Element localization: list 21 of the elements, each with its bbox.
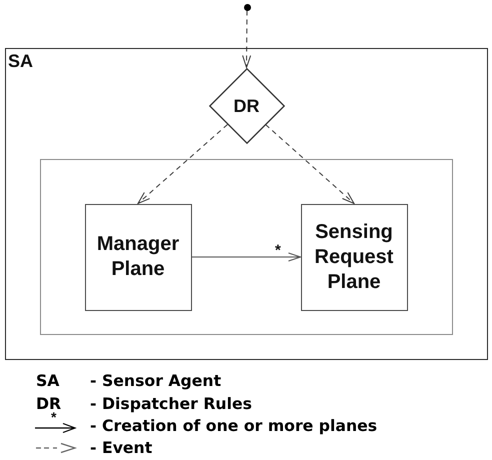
dashed-arrow xyxy=(138,124,228,204)
diamond-label: DR xyxy=(234,96,260,116)
process-box xyxy=(84,204,192,310)
dashed-arrow xyxy=(265,124,354,204)
box-label: Sensing Request Plane xyxy=(314,220,394,294)
inner-box xyxy=(40,158,452,334)
legend-label: - Dispatcher Rules xyxy=(90,396,252,412)
dot-icon xyxy=(244,4,250,10)
process-box xyxy=(300,204,408,310)
dashed-arrow xyxy=(242,10,252,68)
container-label: SA xyxy=(8,52,34,70)
arrow xyxy=(191,252,301,262)
legend-key: DR xyxy=(36,396,62,412)
container-box xyxy=(5,48,488,360)
edge-label: * xyxy=(275,243,281,258)
legend-label: - Sensor Agent xyxy=(90,373,222,389)
legend-label: - Creation of one or more planes xyxy=(90,418,378,434)
legend-key: SA xyxy=(36,373,60,389)
legend-label: - Event xyxy=(90,440,152,456)
box-label: Manager Plane xyxy=(96,232,180,282)
legend-symbol: * xyxy=(51,412,56,422)
